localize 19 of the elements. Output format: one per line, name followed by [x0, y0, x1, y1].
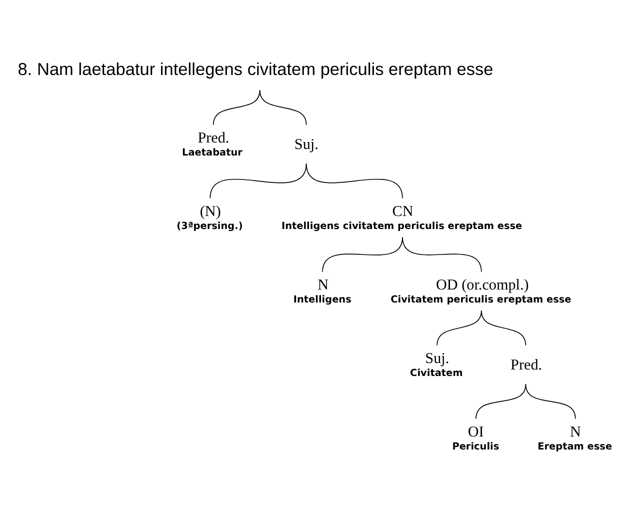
connector: [210, 162, 307, 198]
node-text: N Intelligens: [293, 276, 352, 305]
node-text: Suj. Civitatem: [410, 350, 463, 378]
connector: [402, 236, 482, 272]
node-text: N Ereptam esse: [538, 424, 612, 452]
connector: [476, 383, 526, 419]
connector: [306, 162, 403, 198]
connector: [480, 310, 526, 346]
node-text: (N) (3ªpersing.): [176, 203, 243, 232]
node-text: Pred. Laetabatur: [182, 130, 242, 158]
connector: [525, 383, 576, 419]
node-text: OD (or.compl.) Civitatem periculis ereptam esse: [390, 276, 572, 305]
connector: [259, 89, 307, 125]
node-text: CN Intelligens civitatem periculis ereptam esse: [281, 203, 522, 232]
node-text: 8. Nam laetabatur intellegens civitatem periculis ereptam esse: [18, 58, 494, 78]
node-text: Pred.: [510, 356, 542, 373]
node-text: Suj.: [294, 136, 318, 152]
node-text: OI Periculis: [452, 424, 500, 452]
connector: [212, 89, 260, 125]
